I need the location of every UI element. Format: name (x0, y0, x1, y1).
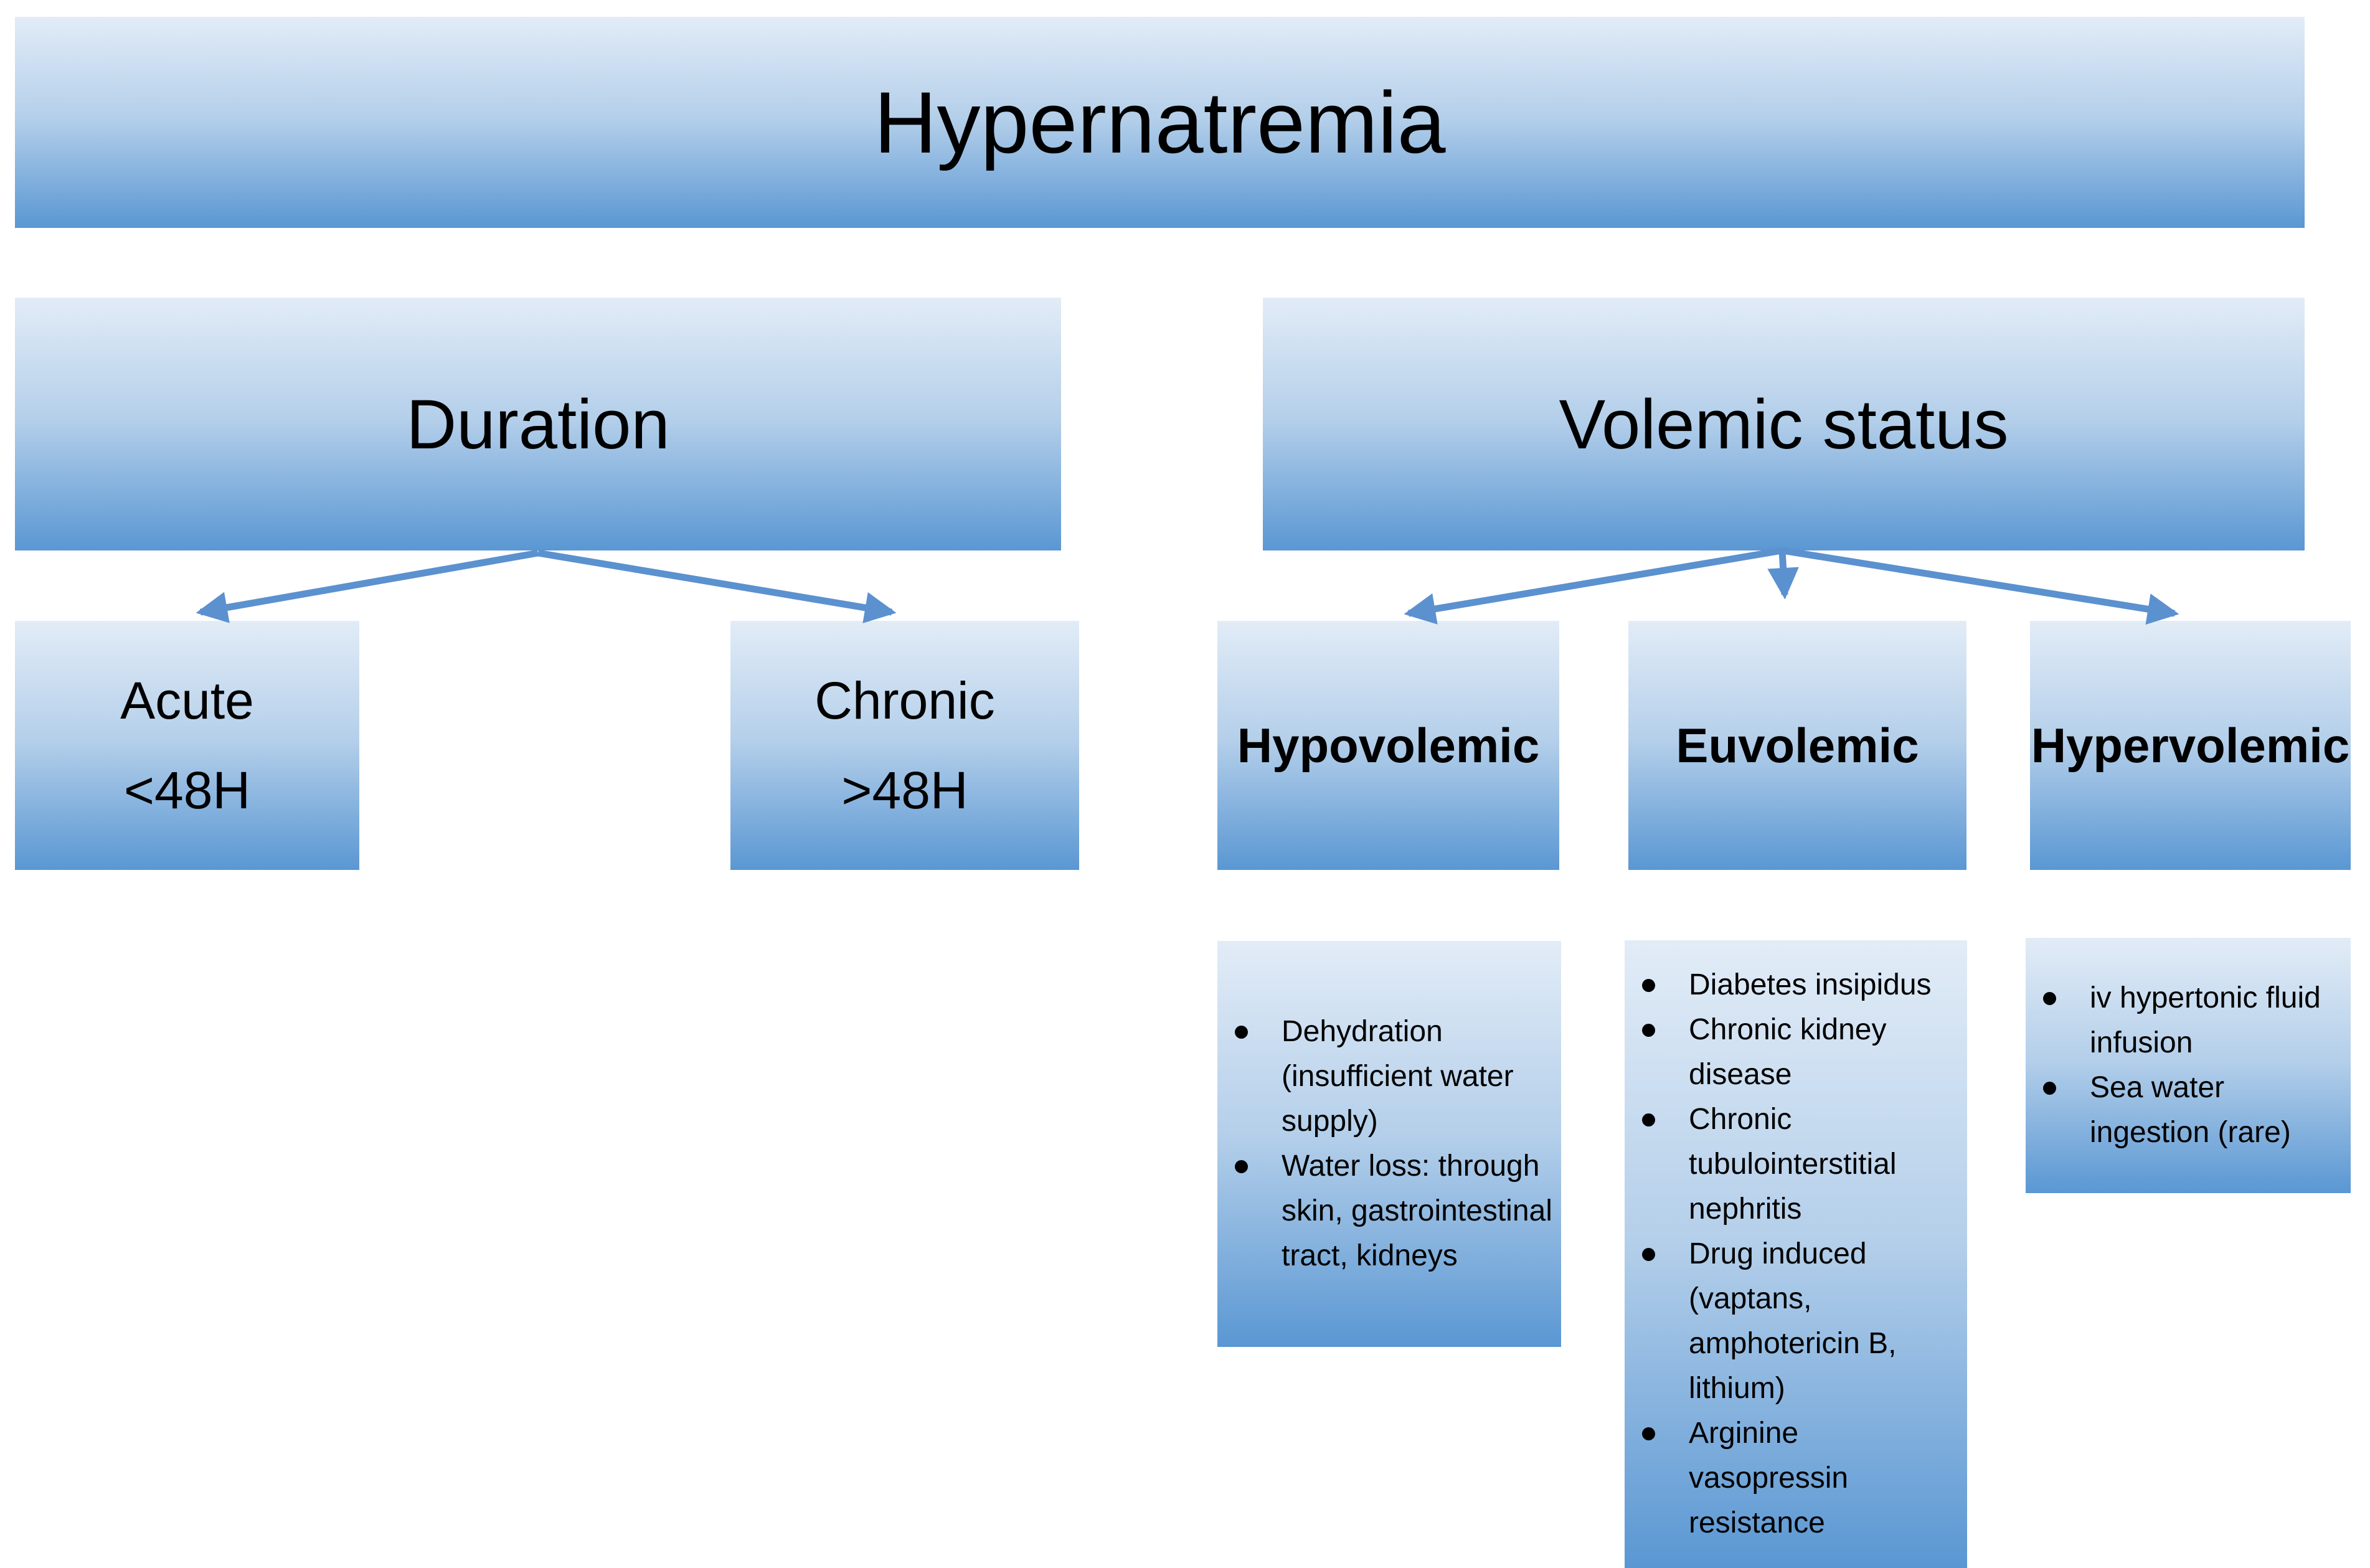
acute-box: Acute <48H (15, 621, 359, 870)
hypovolemic-causes-list: Dehydration (insufficient water supply)W… (1217, 1009, 1561, 1278)
cause-item: Water loss: through skin, gastrointestin… (1217, 1144, 1555, 1278)
acute-label-line2: <48H (123, 761, 251, 819)
hypovolemic-causes-box: Dehydration (insufficient water supply)W… (1217, 941, 1561, 1347)
duration-header-box: Duration (15, 298, 1061, 550)
hypervolemic-box: Hypervolemic (2030, 621, 2351, 870)
arrow-duration-to-chronic (537, 549, 897, 623)
arrow-volemic-to-hypervolemic (1782, 547, 2179, 625)
hypovolemic-label: Hypovolemic (1237, 717, 1540, 773)
volemic-status-header-label: Volemic status (1559, 385, 2009, 463)
volemic-status-header-box: Volemic status (1263, 298, 2305, 550)
cause-item: Dehydration (insufficient water supply) (1217, 1009, 1555, 1144)
euvolemic-label: Euvolemic (1676, 717, 1919, 773)
cause-item: Chronic tubulointerstitial nephritis (1625, 1097, 1961, 1232)
acute-label-line1: Acute (120, 671, 254, 730)
cause-item: Sea water ingestion (rare) (2026, 1065, 2344, 1155)
cause-item: Diabetes insipidus (1625, 963, 1961, 1008)
cause-item: Drug induced (vaptans, amphotericin B, l… (1625, 1232, 1961, 1411)
cause-item: Arginine vasopressin resistance (1625, 1411, 1961, 1546)
hypervolemic-label: Hypervolemic (2031, 717, 2350, 773)
arrow-duration-to-acute (196, 549, 539, 623)
cause-item: Chronic kidney disease (1625, 1008, 1961, 1097)
chronic-label-line2: >48H (841, 761, 968, 819)
arrow-volemic-to-hypovolemic (1404, 547, 1783, 625)
cause-item: iv hypertonic fluid infusion (2026, 976, 2344, 1065)
page-title: Hypernatremia (874, 73, 1446, 171)
title-banner: Hypernatremia (15, 17, 2305, 228)
arrow-volemic-to-euvolemic (1767, 550, 1799, 600)
chronic-box: Chronic >48H (730, 621, 1079, 870)
hypovolemic-box: Hypovolemic (1217, 621, 1559, 870)
chronic-label-line1: Chronic (814, 671, 995, 730)
euvolemic-box: Euvolemic (1628, 621, 1966, 870)
duration-header-label: Duration (406, 385, 670, 463)
